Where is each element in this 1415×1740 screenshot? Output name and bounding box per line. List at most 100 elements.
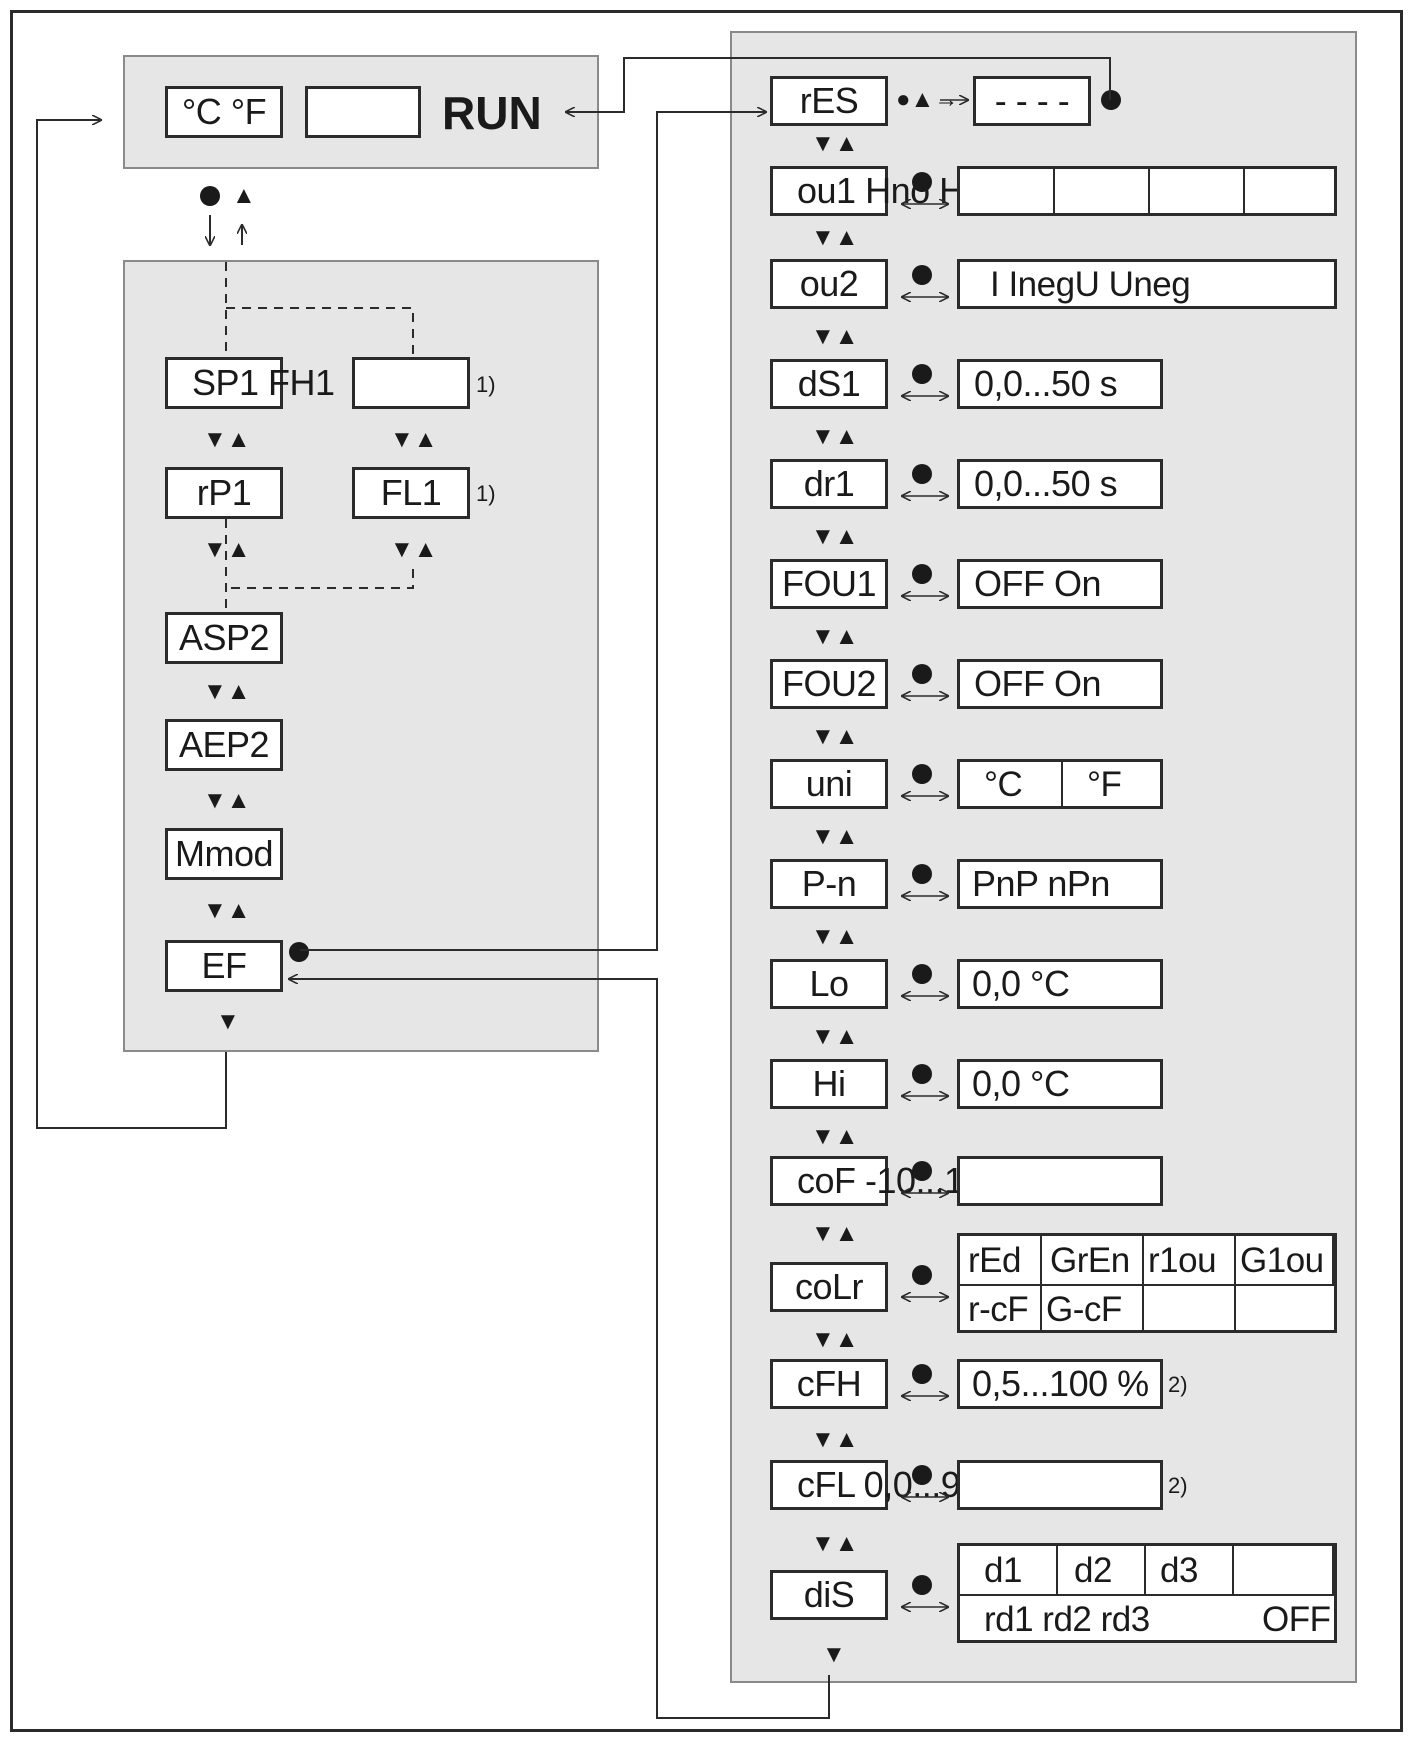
fou2-set-dot bbox=[912, 664, 932, 684]
nav-colr: ▼▲ bbox=[811, 1326, 859, 1353]
colr-g1ou: G1ou bbox=[1236, 1236, 1334, 1286]
uni-set-dot bbox=[912, 764, 932, 784]
pn-set-dot bbox=[912, 864, 932, 884]
footnote-2-cfl: 2) bbox=[1168, 1473, 1188, 1498]
nav-sp1: ▼▲ bbox=[203, 426, 251, 453]
uni-celsius: °C bbox=[960, 762, 1063, 806]
pn-value: PnP nPn bbox=[957, 859, 1163, 909]
ou2-box: ou2 bbox=[770, 259, 888, 309]
nav-cof: ▼▲ bbox=[811, 1220, 859, 1247]
dis-empty bbox=[1234, 1546, 1334, 1596]
nav-lo: ▼▲ bbox=[811, 1023, 859, 1050]
ds1-set-dot bbox=[912, 364, 932, 384]
dr1-value: 0,0...50 s bbox=[957, 459, 1163, 509]
set-button-dot bbox=[200, 186, 220, 206]
cof-set-dot bbox=[912, 1161, 932, 1181]
nav-uni: ▼▲ bbox=[811, 823, 859, 850]
nav-aep2: ▼▲ bbox=[203, 787, 251, 814]
dis-off: OFF bbox=[1262, 1599, 1331, 1639]
nav-fl1: ▼▲ bbox=[390, 536, 438, 563]
ef-set-dot bbox=[289, 942, 309, 962]
ou2-options: I InegU Uneg bbox=[957, 259, 1337, 309]
lo-set-dot bbox=[912, 964, 932, 984]
dis-options: d1 d2 d3 rd1 rd2 rd3 OFF bbox=[957, 1543, 1337, 1643]
cfh-box: cFH bbox=[770, 1359, 888, 1409]
diagram-frame bbox=[10, 10, 1403, 1732]
run-nav-up: ▲ bbox=[232, 182, 256, 209]
nav-asp2: ▼▲ bbox=[203, 678, 251, 705]
ds1-value: 0,0...50 s bbox=[957, 359, 1163, 409]
nav-pn: ▼▲ bbox=[811, 923, 859, 950]
footnote-2-cfh: 2) bbox=[1168, 1372, 1188, 1397]
cfl-set-dot bbox=[912, 1465, 932, 1485]
uni-fahrenheit: °F bbox=[1087, 764, 1122, 804]
nav-fou2: ▼▲ bbox=[811, 723, 859, 750]
cfl-value-box bbox=[957, 1460, 1163, 1510]
sp1-value-box bbox=[352, 357, 470, 409]
footnote-1-sp1: 1) bbox=[476, 372, 496, 397]
colr-empty-1 bbox=[1144, 1286, 1236, 1330]
unit-display: °C °F bbox=[165, 86, 283, 138]
lo-box: Lo bbox=[770, 959, 888, 1009]
hi-box: Hi bbox=[770, 1059, 888, 1109]
value-display bbox=[305, 86, 421, 138]
cof-value-box bbox=[957, 1156, 1163, 1206]
ds1-box: dS1 bbox=[770, 359, 888, 409]
dis-d2: d2 bbox=[1058, 1546, 1146, 1596]
dis-d3: d3 bbox=[1146, 1546, 1234, 1596]
colr-rcf: r-cF bbox=[960, 1286, 1042, 1330]
res-value-box: - - - - bbox=[973, 76, 1091, 126]
ou1-options bbox=[957, 166, 1337, 216]
rp1-box: rP1 bbox=[165, 467, 283, 519]
nav-mmod: ▼▲ bbox=[203, 897, 251, 924]
ef-box: EF bbox=[165, 940, 283, 992]
cfh-set-dot bbox=[912, 1364, 932, 1384]
dis-set-dot bbox=[912, 1575, 932, 1595]
colr-box: coLr bbox=[770, 1262, 888, 1312]
dr1-set-dot bbox=[912, 464, 932, 484]
aep2-box: AEP2 bbox=[165, 719, 283, 771]
nav-cfl: ▼▲ bbox=[811, 1530, 859, 1557]
ou2-value: I InegU Uneg bbox=[990, 264, 1191, 304]
colr-red: rEd bbox=[960, 1236, 1042, 1286]
nav-fou1: ▼▲ bbox=[811, 623, 859, 650]
nav-dis-down: ▼ bbox=[822, 1641, 846, 1668]
nav-ds1: ▼▲ bbox=[811, 423, 859, 450]
mmod-box: Mmod bbox=[165, 828, 283, 880]
ou1-cell-2 bbox=[1055, 169, 1150, 213]
colr-options: rEd GrEn r1ou G1ou r-cF G-cF bbox=[957, 1233, 1337, 1333]
nav-dr1: ▼▲ bbox=[811, 523, 859, 550]
pn-box: P-n bbox=[770, 859, 888, 909]
dr1-box: dr1 bbox=[770, 459, 888, 509]
fou1-box: FOU1 bbox=[770, 559, 888, 609]
nav-res: ▼▲ bbox=[811, 130, 859, 157]
asp2-box: ASP2 bbox=[165, 612, 283, 664]
nav-cfh: ▼▲ bbox=[811, 1426, 859, 1453]
res-box: rES bbox=[770, 76, 888, 126]
hi-value: 0,0 °C bbox=[957, 1059, 1163, 1109]
ou1-cell-1 bbox=[960, 169, 1055, 213]
dis-d1: d1 bbox=[960, 1546, 1058, 1596]
footnote-1-fl1: 1) bbox=[476, 481, 496, 506]
nav-ou2: ▼▲ bbox=[811, 323, 859, 350]
hi-set-dot bbox=[912, 1064, 932, 1084]
ou1-set-dot bbox=[912, 172, 932, 192]
dis-rd: rd1 rd2 rd3 bbox=[984, 1599, 1150, 1639]
nav-ef-down: ▼ bbox=[216, 1008, 240, 1035]
fou1-set-dot bbox=[912, 564, 932, 584]
fou2-value: OFF On bbox=[957, 659, 1163, 709]
lo-value: 0,0 °C bbox=[957, 959, 1163, 1009]
colr-r1ou: r1ou bbox=[1144, 1236, 1236, 1286]
colr-gcf: G-cF bbox=[1042, 1286, 1144, 1330]
colr-green: GrEn bbox=[1042, 1236, 1144, 1286]
run-label: RUN bbox=[442, 87, 542, 139]
dis-box: diS bbox=[770, 1570, 888, 1620]
fl1-box: FL1 bbox=[352, 467, 470, 519]
uni-options: °C °F bbox=[957, 759, 1163, 809]
nav-hi: ▼▲ bbox=[811, 1123, 859, 1150]
ou2-set-dot bbox=[912, 265, 932, 285]
fou2-box: FOU2 bbox=[770, 659, 888, 709]
fou1-value: OFF On bbox=[957, 559, 1163, 609]
colr-set-dot bbox=[912, 1265, 932, 1285]
